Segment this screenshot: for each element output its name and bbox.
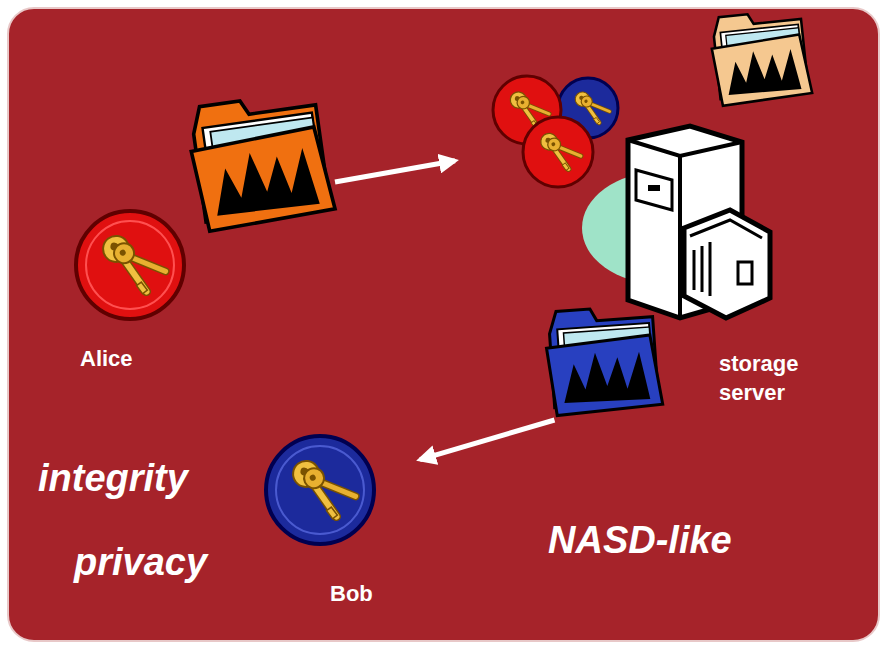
- key-cluster: [493, 76, 618, 187]
- filing-cabinet: [582, 126, 770, 318]
- slide-keyword: privacy: [74, 542, 207, 584]
- actor-node: Bob: [262, 430, 420, 615]
- key-icon: [266, 436, 374, 544]
- folder-icon: [185, 90, 335, 232]
- slide-keyword: NASD-like: [548, 520, 732, 562]
- node-label: storage server: [719, 350, 849, 407]
- slide-background: [8, 8, 879, 641]
- flow-arrow: [335, 161, 455, 182]
- flow-arrow: [420, 420, 555, 460]
- slide-keyword: integrity: [38, 458, 188, 500]
- node-label: Alice: [80, 345, 200, 374]
- actor-node: Alice: [70, 95, 335, 385]
- folder-icon: [709, 8, 813, 106]
- key-icon: [76, 211, 184, 319]
- folder-icon: [544, 304, 663, 416]
- actor-node: storage server: [455, 60, 853, 420]
- node-label: Bob: [330, 580, 410, 609]
